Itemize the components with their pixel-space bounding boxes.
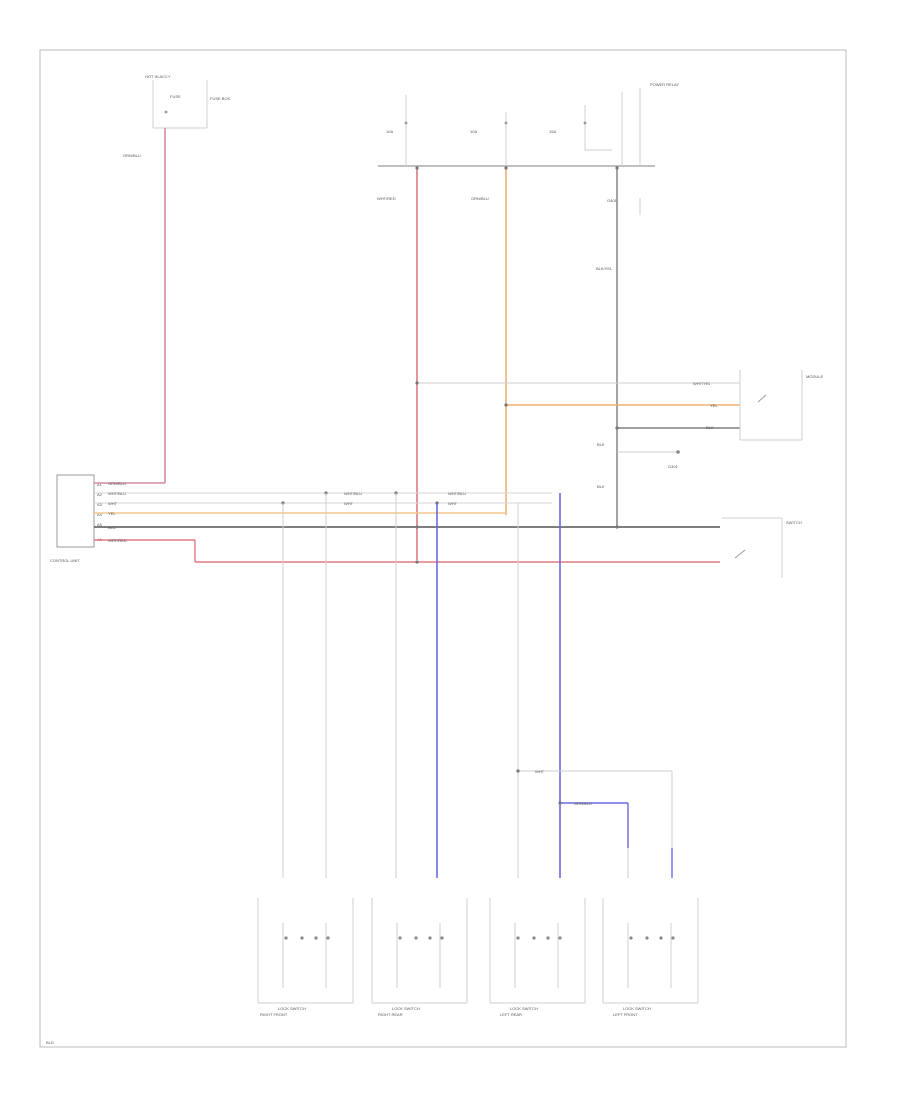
right-module: WHT/YEL YEL BLK MODULE: [415, 370, 823, 441]
module-left: CONTROL UNIT A1 A2 A3 A4 A5 A6: [50, 474, 103, 563]
wire-blk-label: BLK: [597, 442, 605, 447]
switch-4-sub: LOCK SWITCH: [623, 1006, 651, 1011]
switch-3-label: LEFT REAR: [500, 1012, 522, 1017]
bus-label-1: GRN/BLU: [108, 481, 126, 486]
switch-1-sub: LOCK SWITCH: [278, 1006, 306, 1011]
bus-label-5: BLU: [108, 525, 116, 530]
right-connector-label: WHT/YEL: [693, 381, 712, 386]
switch-right-rear: RIGHT REAR LOCK SWITCH: [371, 898, 468, 1017]
bus-label-6: WHT/RED: [108, 538, 127, 543]
switch-1-label: RIGHT FRONT: [260, 1012, 288, 1017]
ground-b: G301: [617, 450, 680, 469]
wire-dark-right-label: BLK: [706, 425, 714, 430]
mid-label-2: WHT: [344, 501, 354, 506]
fuse-c-label: 15A: [549, 129, 556, 134]
fuse-acc-label: FUSE: [170, 94, 181, 99]
bus-label-4: YEL: [108, 511, 116, 516]
module-left-pin4: A4: [97, 512, 103, 517]
fuse-group-top: 10A 10A 15A POWER RELAY G401: [378, 82, 679, 215]
diagram-frame: [39, 49, 847, 1048]
switch-4-label: LEFT FRONT: [613, 1012, 638, 1017]
wire-top-left-label: GRN/BLU: [123, 153, 141, 158]
ground-a-label: G401: [607, 198, 618, 203]
right-module-bottom-label: SWITCH: [786, 520, 802, 525]
module-left-pin5: A5: [97, 522, 103, 527]
right-module-top-label: MODULE: [806, 374, 823, 379]
wire-relay-label: BLK/YEL: [596, 266, 613, 271]
mid-label-3: WHT/BLU: [448, 491, 466, 496]
fuse-box-label: FUSE BOX: [210, 96, 231, 101]
switch-2-label: RIGHT REAR: [378, 1012, 403, 1017]
wire-orange-right-label: YEL: [710, 403, 718, 408]
wire-blk2-label: BLK: [597, 484, 605, 489]
mid-label-4: WHT: [448, 501, 458, 506]
right-lower-module: SWITCH: [722, 517, 802, 578]
wire-mid-orange-label: GRN/BLU: [471, 196, 489, 201]
switch-2-sub: LOCK SWITCH: [392, 1006, 420, 1011]
switch-left-rear: LEFT REAR LOCK SWITCH: [489, 898, 586, 1017]
fuse-b-label: 10A: [470, 129, 477, 134]
module-left-pin2: A2: [97, 492, 103, 497]
page-code: BLD: [46, 1040, 54, 1045]
hot-in-accy-label: HOT IN ACCY: [145, 74, 171, 79]
relay-group-label: POWER RELAY: [650, 82, 679, 87]
switch-left-front: LEFT FRONT LOCK SWITCH: [602, 898, 699, 1017]
ground-b-label: G301: [668, 464, 679, 469]
fuse-a-label: 10A: [386, 129, 393, 134]
switch-right-front: RIGHT FRONT LOCK SWITCH: [257, 898, 354, 1017]
module-left-pin3: A3: [97, 502, 103, 507]
top-left-fuse: HOT IN ACCY FUSE FUSE BOX: [145, 74, 231, 129]
module-left-label: CONTROL UNIT: [50, 558, 80, 563]
wire-mid-red-label: WHT/RED: [377, 196, 396, 201]
mid-label-1: WHT/BLU: [344, 491, 362, 496]
module-left-pin1: A1: [97, 482, 103, 487]
wire-lower-1-label: WHT: [535, 769, 545, 774]
wire-lower-2-label: GRN/BLU: [574, 801, 592, 806]
bus-label-3: WHT: [108, 501, 118, 506]
bus-label-2: WHT/BLU: [108, 491, 126, 496]
switch-3-sub: LOCK SWITCH: [510, 1006, 538, 1011]
